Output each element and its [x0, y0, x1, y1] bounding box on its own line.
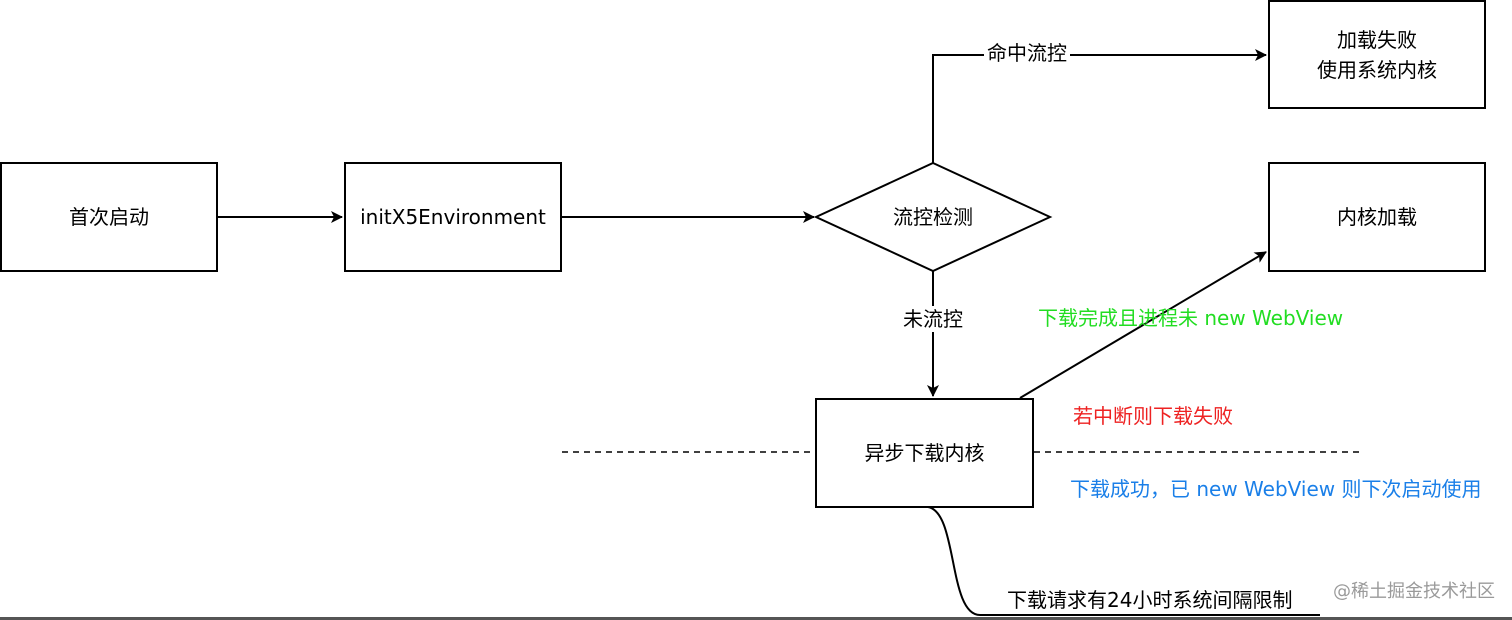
edge-download-to-kernel	[1019, 251, 1267, 399]
label-interrupted: 若中断则下载失败	[1073, 404, 1233, 428]
node-flow-check-label: 流控检测	[893, 205, 973, 229]
node-load-fail: 加载失败 使用系统内核	[1268, 0, 1486, 109]
bottom-border	[0, 617, 1512, 620]
label-no-flow-control: 未流控	[900, 306, 966, 332]
label-hit-flow-control: 命中流控	[984, 40, 1070, 66]
flow-check-diamond	[813, 161, 1053, 273]
node-load-fail-line1: 加载失败	[1337, 27, 1417, 52]
label-download-done: 下载完成且进程未 new WebView	[1038, 306, 1344, 330]
node-async-download-label: 异步下载内核	[864, 441, 985, 465]
edge-check-to-fail	[932, 49, 1267, 163]
label-24h-limit: 下载请求有24小时系统间隔限制	[1005, 587, 1295, 613]
node-kernel-load: 内核加载	[1268, 162, 1486, 272]
node-init-environment: initX5Environment	[344, 162, 562, 272]
node-init-environment-label: initX5Environment	[360, 205, 546, 229]
watermark: @稀土掘金技术社区	[1333, 581, 1495, 602]
node-first-launch: 首次启动	[0, 162, 218, 272]
node-first-launch-label: 首次启动	[69, 205, 149, 229]
note-connector	[927, 506, 1320, 616]
node-kernel-load-label: 内核加载	[1337, 205, 1417, 229]
label-download-success: 下载成功，已 new WebView 则下次启动使用	[1070, 477, 1482, 501]
node-load-fail-line2: 使用系统内核	[1317, 57, 1437, 82]
node-async-download: 异步下载内核	[815, 398, 1034, 508]
